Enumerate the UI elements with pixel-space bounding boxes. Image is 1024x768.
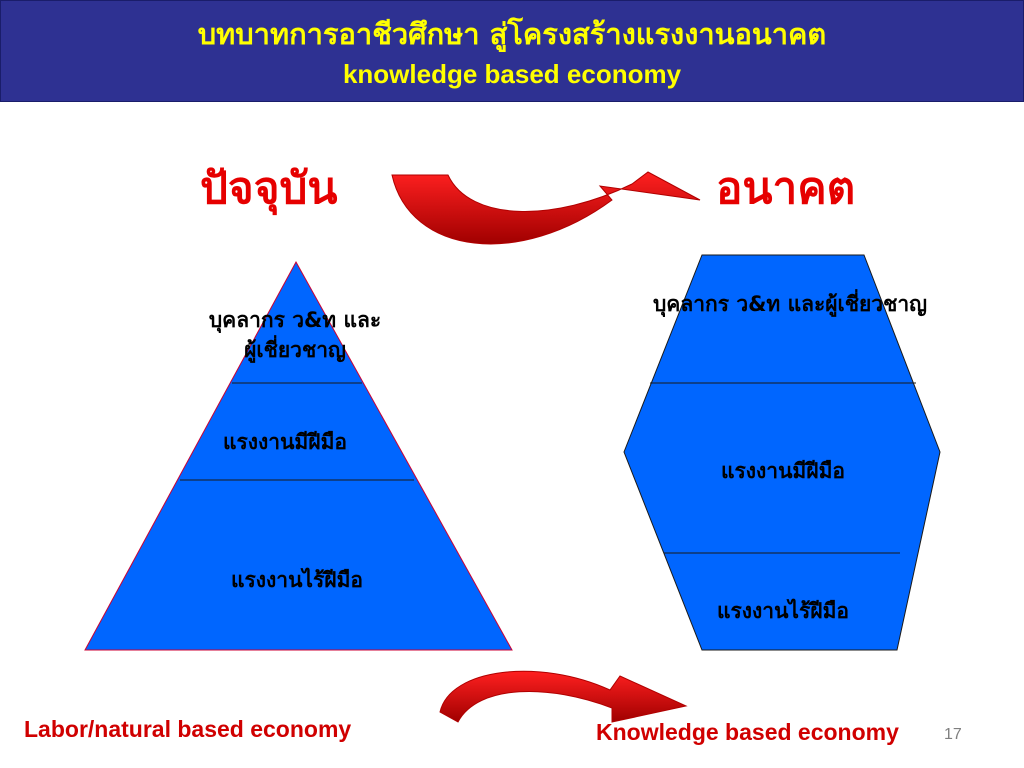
hexagon-top-label: บุคลากร ว&ท และผู้เชี่ยวชาญ: [652, 292, 928, 316]
pyramid-middle-label: แรงงานมีฝีมือ: [222, 430, 348, 454]
hexagon-bottom-label: แรงงานไร้ฝีมือ: [716, 599, 850, 623]
pyramid-bottom-label: แรงงานไร้ฝีมือ: [230, 568, 364, 592]
pyramid-top-label: บุคลากร ว&ท และ ผู้เชี่ยวชาญ: [208, 308, 382, 362]
knowledge-economy-label: Knowledge based economy: [596, 719, 899, 745]
title-english: knowledge based economy: [342, 59, 682, 89]
future-label: อนาคต: [716, 163, 856, 214]
bottom-curved-arrow: [439, 670, 688, 723]
title-bar: บทบาทการอาชีวศึกษา สู่โครงสร้างแรงงานอนา…: [0, 0, 1024, 102]
labor-economy-label: Labor/natural based economy: [24, 716, 352, 742]
present-label: ปัจจุบัน: [200, 163, 338, 214]
hexagon-shape: [623, 254, 941, 651]
pyramid-shape: [84, 260, 513, 651]
page-number: 17: [944, 726, 962, 743]
hexagon-middle-label: แรงงานมีฝีมือ: [720, 459, 846, 483]
title-thai: บทบาทการอาชีวศึกษา สู่โครงสร้างแรงงานอนา…: [197, 17, 827, 51]
top-curved-arrow: [391, 171, 701, 245]
